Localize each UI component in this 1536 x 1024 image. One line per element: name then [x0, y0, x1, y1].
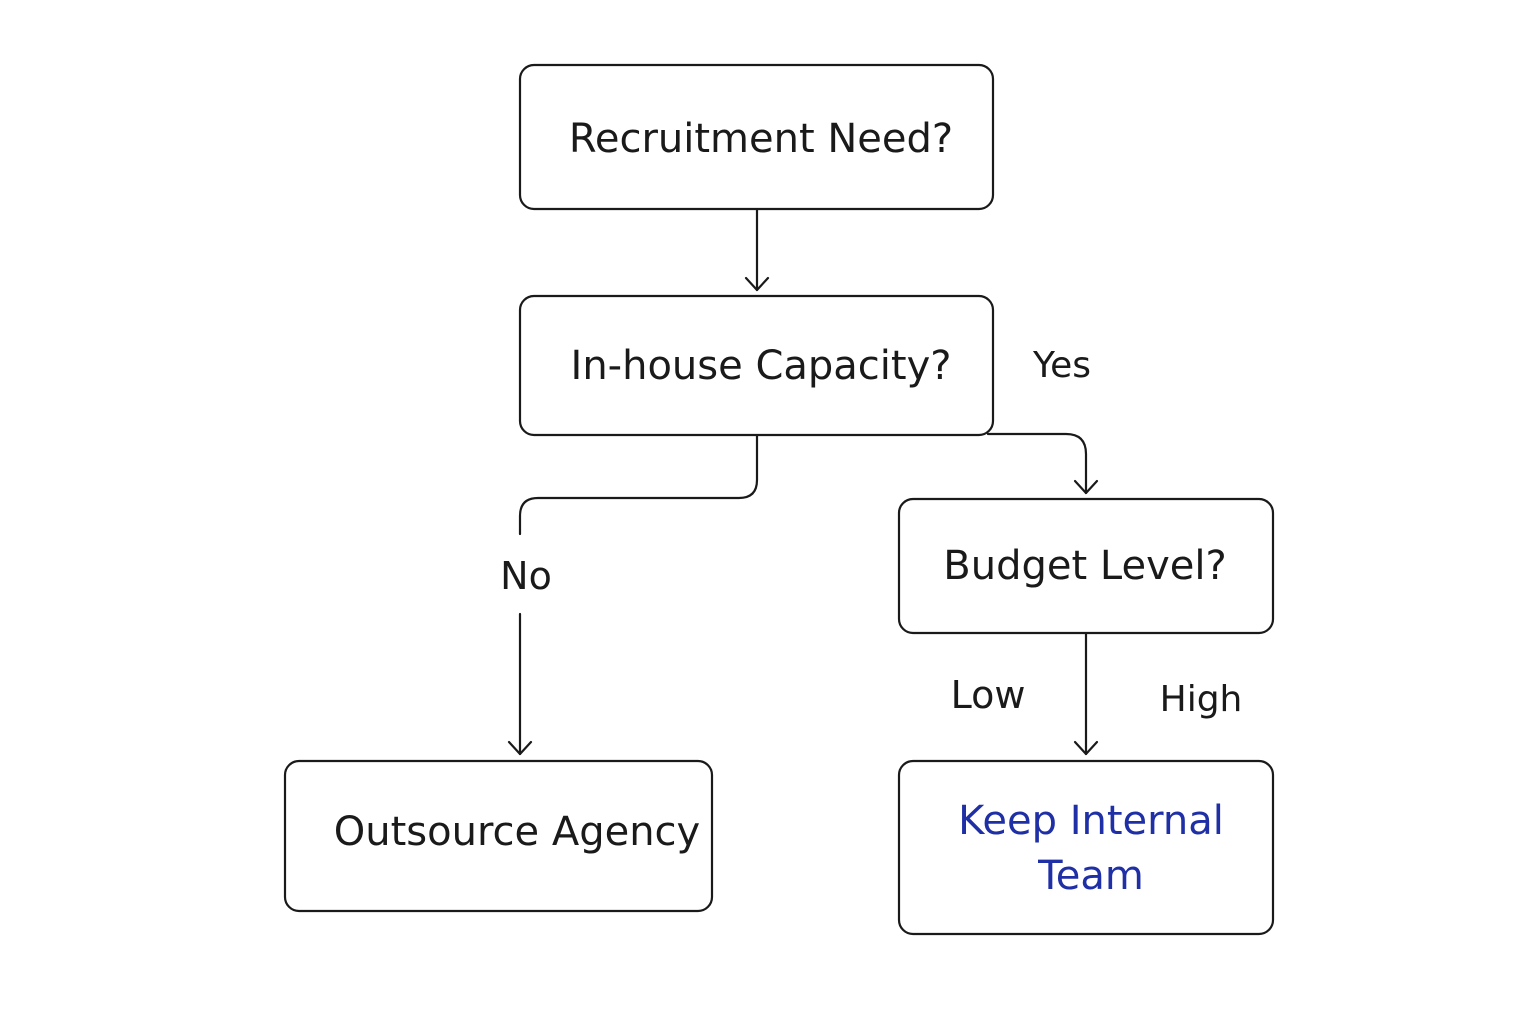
node-keep-internal-team-label-line1: Keep Internal [958, 798, 1224, 844]
arrowhead-no-to-outsource [507, 740, 533, 756]
node-in-house-capacity-label: In-house Capacity? [571, 343, 952, 389]
node-budget-level-label: Budget Level? [943, 543, 1226, 589]
arrowhead-budget-to-keep [1073, 740, 1099, 756]
node-outsource-agency-label: Outsource Agency [334, 809, 700, 855]
node-outsource-agency-box [283, 759, 714, 913]
node-in-house-capacity-box [518, 294, 995, 437]
node-recruitment-need: Recruitment Need? [518, 63, 995, 211]
arrow-capacity-to-outsource [518, 433, 759, 536]
edge-label-low: Low [951, 673, 1026, 717]
node-keep-internal-team-box [897, 759, 1275, 936]
node-budget-level-box [897, 497, 1275, 635]
arrow-capacity-to-budget [986, 432, 1088, 495]
edge-label-yes: Yes [1032, 345, 1091, 386]
node-outsource-agency: Outsource Agency [283, 759, 714, 913]
node-recruitment-need-box [518, 63, 995, 211]
node-keep-internal-team: Keep Internal Team [897, 759, 1275, 936]
arrowhead-capacity-to-budget [1073, 479, 1099, 495]
edge-label-high: High [1160, 679, 1243, 720]
node-budget-level: Budget Level? [897, 497, 1275, 635]
node-recruitment-need-label: Recruitment Need? [569, 116, 953, 162]
arrowhead-recruitment-to-capacity [744, 276, 770, 292]
node-keep-internal-team-label-line2: Team [1037, 853, 1144, 899]
edge-label-no: No [500, 554, 552, 598]
node-in-house-capacity: In-house Capacity? [518, 294, 995, 437]
connectors [507, 207, 1099, 756]
